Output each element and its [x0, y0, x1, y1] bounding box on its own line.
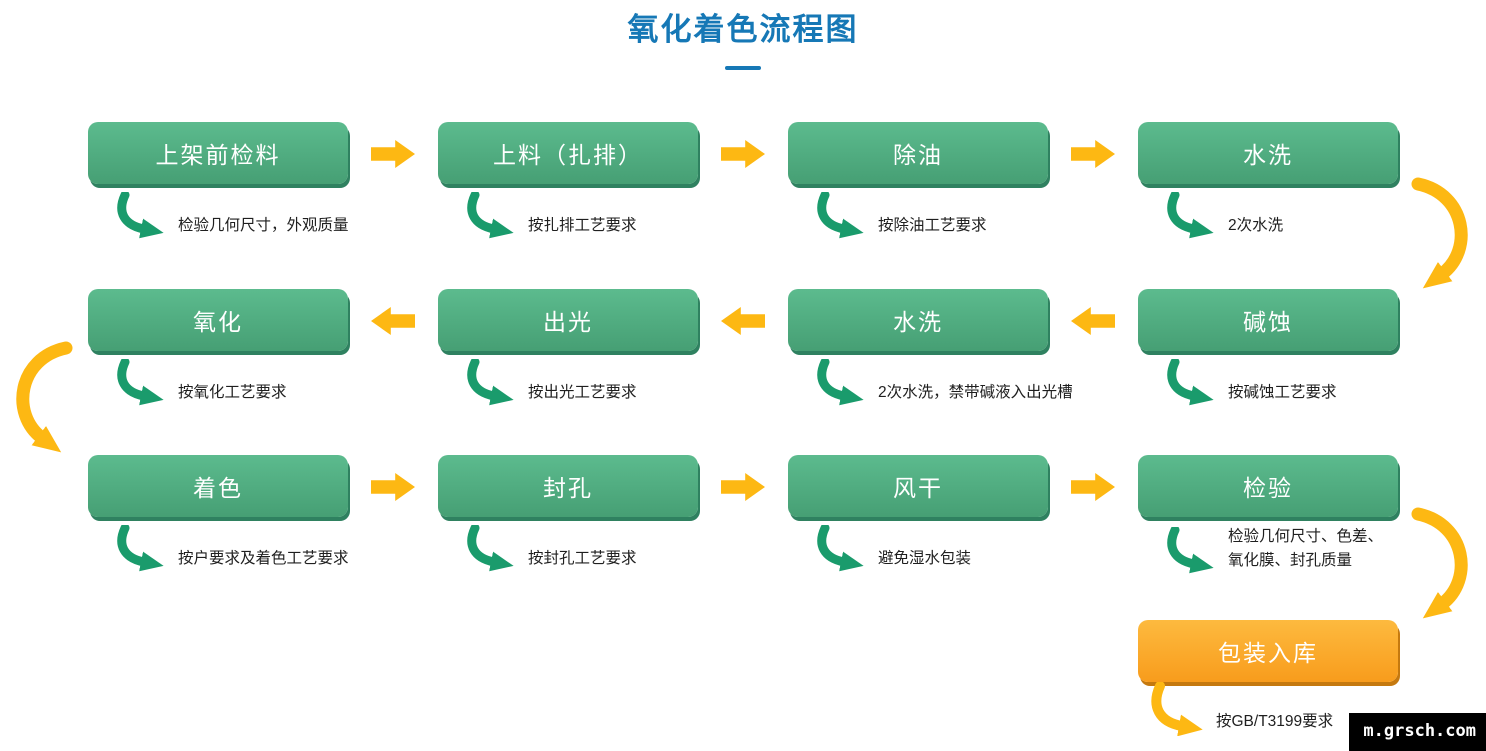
step-note-text: 按出光工艺要求 [528, 383, 637, 401]
step-note-text: 检验几何尺寸、色差、 氧化膜、封孔质量 [1228, 528, 1384, 570]
arrow-right-icon [721, 140, 765, 168]
step-note: 检验几何尺寸，外观质量 [112, 192, 442, 240]
final-step-box: 包装入库 [1138, 620, 1398, 682]
step-note-text: 按封孔工艺要求 [528, 549, 637, 567]
step-box: 检验 [1138, 455, 1398, 517]
swoosh-arrow-icon [467, 359, 514, 406]
arrow-right-icon [721, 473, 765, 501]
step-box: 上架前检料 [88, 122, 348, 184]
arrow-left-icon [721, 307, 765, 335]
swoosh-arrow-icon [1167, 359, 1214, 406]
swoosh-arrow-icon [817, 525, 864, 572]
arrow-left-icon [1071, 307, 1115, 335]
final-step-note: 按GB/T3199要求 [1146, 682, 1333, 736]
step-note: 检验几何尺寸、色差、 氧化膜、封孔质量 [1162, 525, 1486, 575]
arrow-right-icon [371, 140, 415, 168]
step-box: 风干 [788, 455, 1048, 517]
arrow-right-icon [1071, 140, 1115, 168]
step-note-text: 按碱蚀工艺要求 [1228, 383, 1337, 401]
step-note-text: 按除油工艺要求 [878, 216, 987, 234]
step-box: 着色 [88, 455, 348, 517]
swoosh-arrow-icon [1167, 527, 1214, 574]
step-note: 2次水洗，禁带碱液入出光槽 [812, 359, 1142, 407]
title-underline [725, 66, 761, 70]
step-note: 按出光工艺要求 [462, 359, 792, 407]
step-note: 按户要求及着色工艺要求 [112, 525, 442, 573]
step-box: 氧化 [88, 289, 348, 351]
step-note-text: 检验几何尺寸，外观质量 [178, 216, 349, 234]
curve-arrow-down-left-icon [1411, 507, 1468, 619]
curve-arrow-down-right-icon [16, 341, 73, 453]
swoosh-arrow-icon [817, 192, 864, 239]
step-note: 按扎排工艺要求 [462, 192, 792, 240]
flow-step: 着色 按户要求及着色工艺要求 [88, 455, 349, 573]
flow-step: 上料（扎排） 按扎排工艺要求 [438, 122, 698, 240]
swoosh-arrow-yellow-icon [1151, 682, 1203, 736]
swoosh-arrow-icon [117, 359, 164, 406]
step-box: 封孔 [438, 455, 698, 517]
step-note: 避免湿水包装 [812, 525, 1142, 573]
step-box: 上料（扎排） [438, 122, 698, 184]
final-step-note-text: 按GB/T3199要求 [1216, 712, 1334, 730]
flow-step: 检验 检验几何尺寸、色差、 氧化膜、封孔质量 [1138, 455, 1398, 575]
step-note: 按除油工艺要求 [812, 192, 1142, 240]
step-note: 2次水洗 [1162, 192, 1486, 240]
step-note-text: 2次水洗，禁带碱液入出光槽 [878, 383, 1073, 401]
step-box: 水洗 [1138, 122, 1398, 184]
curve-arrow-down-left-icon [1411, 177, 1468, 289]
swoosh-arrow-icon [117, 192, 164, 239]
arrow-right-icon [1071, 473, 1115, 501]
flow-step: 碱蚀 按碱蚀工艺要求 [1138, 289, 1398, 407]
flow-step-final: 包装入库 [1138, 620, 1398, 682]
swoosh-arrow-icon [117, 525, 164, 572]
flow-step: 水洗 2次水洗，禁带碱液入出光槽 [788, 289, 1073, 407]
step-box: 水洗 [788, 289, 1048, 351]
flow-step: 风干 避免湿水包装 [788, 455, 1048, 573]
step-note: 按封孔工艺要求 [462, 525, 792, 573]
flow-step: 封孔 按封孔工艺要求 [438, 455, 698, 573]
step-box: 碱蚀 [1138, 289, 1398, 351]
flow-step: 除油 按除油工艺要求 [788, 122, 1048, 240]
swoosh-arrow-icon [817, 359, 864, 406]
flow-step: 氧化 按氧化工艺要求 [88, 289, 348, 407]
flow-step: 出光 按出光工艺要求 [438, 289, 698, 407]
page-title: 氧化着色流程图 [627, 12, 859, 47]
swoosh-arrow-icon [1167, 192, 1214, 239]
step-box: 除油 [788, 122, 1048, 184]
step-box: 出光 [438, 289, 698, 351]
flow-step: 上架前检料 检验几何尺寸，外观质量 [88, 122, 349, 240]
step-note-text: 按户要求及着色工艺要求 [178, 549, 349, 567]
step-note: 按碱蚀工艺要求 [1162, 359, 1486, 407]
arrow-right-icon [371, 473, 415, 501]
step-note-text: 避免湿水包装 [878, 549, 972, 567]
flow-step: 水洗 2次水洗 [1138, 122, 1398, 240]
arrow-left-icon [371, 307, 415, 335]
step-note: 按氧化工艺要求 [112, 359, 442, 407]
swoosh-arrow-icon [467, 525, 514, 572]
step-note-text: 按扎排工艺要求 [528, 216, 637, 234]
watermark: m.grsch.com [1349, 713, 1486, 751]
step-note-text: 2次水洗 [1228, 216, 1284, 234]
step-note-text: 按氧化工艺要求 [178, 383, 287, 401]
swoosh-arrow-icon [467, 192, 514, 239]
